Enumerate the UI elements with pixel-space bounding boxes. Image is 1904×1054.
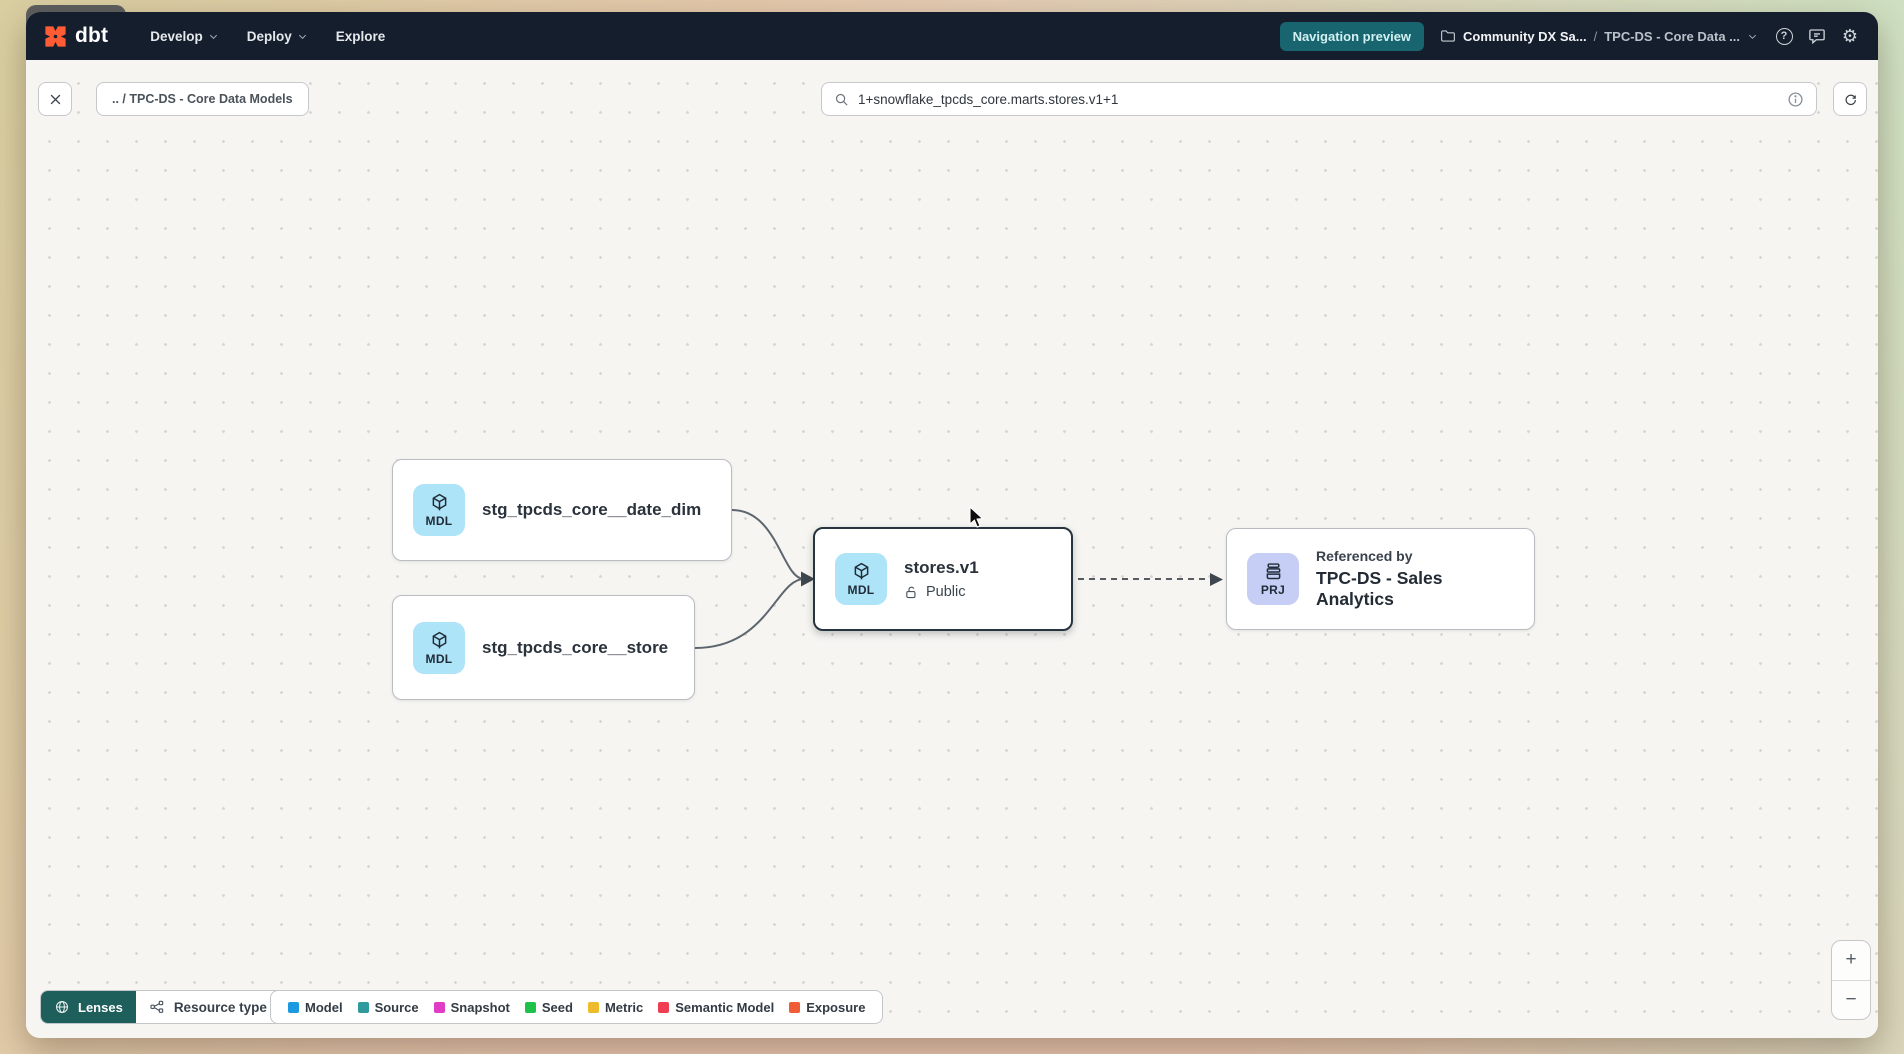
legend-swatch [658, 1001, 670, 1013]
navigation-preview-badge[interactable]: Navigation preview [1279, 21, 1425, 51]
mouse-cursor [969, 506, 984, 528]
selector-input[interactable] [858, 91, 1778, 107]
badge-label: MDL [425, 514, 453, 528]
legend-swatch [357, 1001, 369, 1013]
resource-type-icon [150, 1000, 164, 1013]
model-badge: MDL [835, 553, 887, 605]
node-stg-tpcds-core-date-dim[interactable]: MDL stg_tpcds_core__date_dim [392, 459, 732, 561]
account-name: Community DX Sa... [1463, 28, 1587, 44]
lenses-label: Lenses [78, 999, 123, 1015]
node-stores-v1[interactable]: MDL stores.v1 Public [813, 527, 1073, 631]
menu-explore-label: Explore [335, 28, 386, 44]
node-label: stg_tpcds_core__date_dim [482, 500, 702, 519]
legend-item: Metric [587, 999, 644, 1015]
account-project-selector[interactable]: Community DX Sa... / TPC-DS - Core Data … [1440, 29, 1758, 44]
help-button[interactable]: ? [1774, 26, 1794, 46]
chevron-down-icon [1748, 34, 1757, 39]
legend-swatch [587, 1001, 599, 1013]
model-badge: MDL [413, 484, 465, 536]
gear-icon: ⚙ [1841, 26, 1859, 46]
legend-items: Model Source Snapshot Seed Metric Semantic Mo… [288, 1000, 865, 1015]
legend-label: Semantic Model [675, 999, 775, 1015]
zoom-in-button[interactable]: + [1832, 941, 1870, 981]
legend-item: Seed [524, 999, 573, 1015]
project-name: TPC-DS - Core Data ... [1604, 28, 1740, 44]
close-lineage-button[interactable] [38, 82, 72, 116]
resource-type-label: Resource type [173, 999, 267, 1015]
legend-item: Semantic Model [658, 1000, 774, 1015]
app-window: dbt Develop Deploy Explore Navigation pr… [26, 12, 1878, 1038]
zoom-out-button[interactable]: − [1845, 988, 1857, 1010]
legend-item: Snapshot [433, 999, 510, 1015]
menu-deploy-label: Deploy [246, 28, 292, 44]
node-label: stores.v1 [904, 558, 979, 577]
dbt-logo-icon [45, 25, 66, 47]
legend-swatch [524, 1001, 536, 1013]
legend-swatch [288, 1001, 299, 1013]
legend-label: Metric [604, 999, 644, 1015]
legend-item: Exposure [789, 1000, 865, 1015]
lenses-button[interactable]: Lenses [41, 991, 136, 1023]
dbt-logo-text: dbt [75, 24, 109, 47]
legend-chip: Model Source Snapshot Seed Metric Semantic Mo… [270, 990, 884, 1024]
badge-label: MDL [425, 651, 453, 666]
search-icon [835, 93, 848, 106]
unlock-icon [906, 586, 916, 598]
menu-explore[interactable]: Explore [322, 12, 400, 60]
project-stack-icon [1266, 563, 1280, 580]
info-icon[interactable] [1787, 91, 1804, 108]
cube-icon [854, 562, 868, 580]
referenced-project-name: TPC-DS - Sales Analytics [1316, 568, 1443, 609]
view-controls-group: Lenses Resource type [40, 990, 302, 1024]
legend-label: Seed [541, 999, 573, 1015]
lens-globe-icon [56, 1001, 68, 1013]
node-referenced-by-project[interactable]: PRJ Referenced by TPC-DS - Sales Analyti… [1226, 528, 1535, 630]
dbt-logo[interactable]: dbt [42, 23, 108, 50]
legend-label: Snapshot [450, 999, 510, 1015]
legend-swatch [789, 1001, 801, 1013]
feedback-button[interactable] [1807, 26, 1827, 46]
cube-icon [432, 631, 446, 648]
legend-item: Model [288, 1000, 343, 1015]
refresh-graph-button[interactable] [1833, 82, 1867, 116]
legend-swatch [433, 1001, 445, 1013]
refresh-icon [1845, 94, 1856, 105]
legend-label: Exposure [806, 999, 866, 1015]
chevron-down-icon [298, 34, 306, 39]
settings-button[interactable]: ⚙ [1840, 26, 1860, 46]
zoom-controls: + − [1831, 940, 1871, 1020]
lineage-breadcrumb-chip[interactable]: .. / TPC-DS - Core Data Models [96, 82, 309, 116]
menu-develop[interactable]: Develop [136, 12, 233, 60]
cube-icon [432, 493, 446, 511]
access-label: Public [926, 584, 966, 600]
feedback-chat-icon [1809, 29, 1825, 45]
referenced-by-title: Referenced by [1316, 548, 1413, 564]
model-badge: MDL [413, 621, 465, 674]
top-navbar: dbt Develop Deploy Explore Navigation pr… [26, 12, 1878, 60]
breadcrumb: .. / TPC-DS - Core Data Models [112, 92, 293, 106]
node-stg-tpcds-core-store[interactable]: MDL stg_tpcds_core__store [392, 595, 695, 700]
menu-deploy[interactable]: Deploy [233, 12, 322, 60]
project-badge: PRJ [1247, 553, 1299, 605]
badge-label: MDL [847, 583, 875, 597]
legend-label: Source [374, 999, 419, 1015]
chevron-down-icon [209, 34, 217, 39]
close-icon [50, 94, 60, 104]
folder-icon [1441, 30, 1455, 42]
badge-label: PRJ [1260, 583, 1286, 597]
path-separator: / [1593, 28, 1598, 44]
access-row: Public [904, 584, 979, 600]
node-label: stg_tpcds_core__store [482, 637, 669, 657]
lineage-search-bar [821, 82, 1817, 116]
legend-label: Model [305, 999, 343, 1015]
menu-develop-label: Develop [150, 28, 203, 44]
legend-item: Source [357, 999, 419, 1015]
help-icon: ? [1775, 27, 1793, 45]
lineage-canvas[interactable]: .. / TPC-DS - Core Data Models [26, 60, 1878, 1038]
